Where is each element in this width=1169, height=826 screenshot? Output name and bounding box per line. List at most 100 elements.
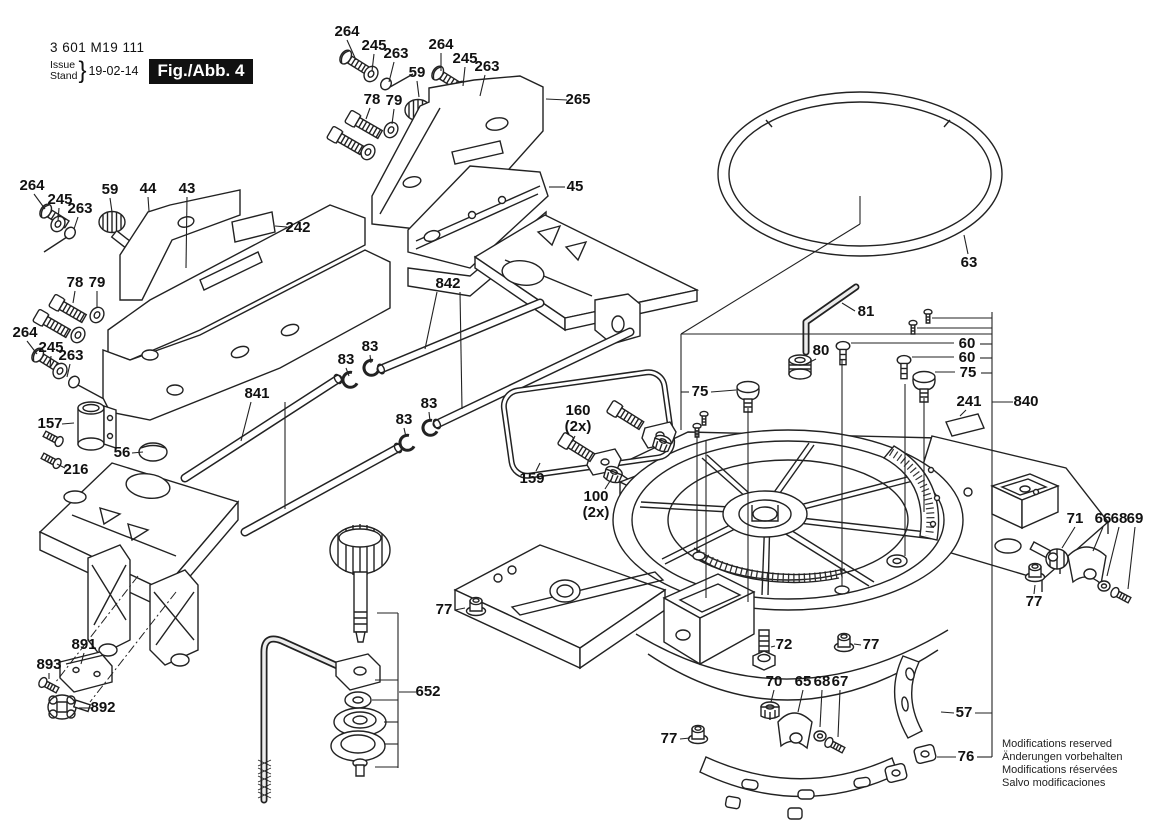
leader-line: [50, 356, 51, 367]
leader-line: [941, 712, 954, 713]
leader-line: [58, 208, 59, 221]
note-en: Modifications reserved: [1002, 738, 1113, 750]
support-rod-841-lower: [245, 442, 403, 532]
label-plate-241: [946, 414, 984, 436]
part-label-841: 841: [244, 385, 269, 402]
leader-line: [81, 653, 84, 664]
clamp-piece-66: [1068, 547, 1106, 584]
part-label-891: 891: [71, 636, 96, 653]
part-label-45: 45: [567, 178, 584, 195]
part-label-263: 263: [67, 200, 92, 217]
part-label-81: 81: [858, 303, 875, 320]
leader-line: [1093, 527, 1103, 551]
leader-line: [1034, 585, 1035, 594]
part-label-59: 59: [102, 181, 119, 198]
leader-line: [429, 412, 430, 421]
part-label-842: 842: [435, 275, 460, 292]
part-label-72: 72: [776, 636, 793, 653]
note-de: Änderungen vorbehalten: [1002, 751, 1123, 763]
clamp-arm: [258, 639, 380, 800]
bolt-72: [753, 630, 775, 670]
leader-line: [148, 197, 149, 211]
table-insert-ring-63: [718, 92, 1002, 256]
leader-line: [74, 217, 78, 229]
part-label-59: 59: [409, 64, 426, 81]
part-label-68: 68: [1111, 510, 1128, 527]
part-label-77: 77: [863, 636, 880, 653]
leader-line: [1128, 527, 1135, 589]
leader-line: [1107, 527, 1119, 576]
leader-line: [27, 341, 37, 354]
bracket-891: [60, 652, 112, 692]
note-fr: Modifications réservées: [1002, 764, 1118, 776]
thumb-knob-59-left: [98, 210, 131, 249]
screw-67: [822, 735, 847, 756]
fence-44: [120, 190, 240, 300]
leader-line: [480, 75, 485, 96]
part-label-263: 263: [383, 45, 408, 62]
part-label-79: 79: [386, 92, 403, 109]
part-label-(2x): (2x): [583, 504, 610, 521]
leader-line: [275, 226, 287, 227]
leader-line: [842, 303, 855, 311]
part-label-70: 70: [766, 673, 783, 690]
part-label-60: 60: [959, 335, 976, 352]
conn-line: [681, 224, 860, 334]
washer-68-right: [1098, 581, 1110, 591]
leader-line: [67, 364, 70, 377]
leader-line: [854, 644, 861, 645]
leader-line: [186, 197, 187, 268]
turntable: [613, 430, 963, 613]
connector-lines: [55, 196, 992, 768]
part-number: 3 601 M19 111: [50, 40, 145, 55]
leader-line: [463, 67, 465, 86]
part-label-78: 78: [364, 91, 381, 108]
part-label-216: 216: [63, 461, 88, 478]
leader-line: [605, 478, 612, 489]
fence-43: [103, 205, 390, 420]
part-label-245: 245: [452, 50, 477, 67]
fence-plate-265: [372, 76, 543, 233]
leader-line: [1062, 527, 1075, 548]
part-label-43: 43: [179, 180, 196, 197]
scale-segment-57: [895, 656, 922, 738]
leader-line: [460, 292, 462, 409]
leader-line: [404, 428, 406, 437]
part-label-78: 78: [67, 274, 84, 291]
pad-screw: [353, 759, 367, 776]
dashdot-line: [55, 576, 138, 683]
cap-56: [139, 443, 167, 461]
note-es: Salvo modificaciones: [1002, 777, 1106, 789]
part-label-263: 263: [58, 347, 83, 364]
part-label-263: 263: [474, 58, 499, 75]
leader-line: [536, 463, 540, 471]
hardware-left-cluster: [28, 201, 131, 399]
label-plate-242: [232, 212, 275, 242]
part-label-840: 840: [1013, 393, 1038, 410]
screws-216: [39, 428, 66, 471]
hex-key-81: [806, 287, 856, 352]
issue-label-de: Stand: [50, 70, 78, 82]
part-label-63: 63: [961, 254, 978, 271]
part-label-264: 264: [334, 23, 360, 40]
part-label-44: 44: [140, 180, 157, 197]
part-label-83: 83: [362, 338, 379, 355]
clamp-bolt-71: [1030, 542, 1068, 569]
part-label-80: 80: [813, 342, 830, 359]
leader-line: [34, 194, 45, 209]
leader-line: [62, 423, 74, 424]
part-label-245: 245: [361, 37, 386, 54]
fence-mount-block: [664, 574, 754, 664]
leader-line: [392, 109, 394, 124]
knob-892: [48, 695, 90, 719]
part-label-(2x): (2x): [565, 418, 592, 435]
fence-plate-45: [408, 166, 548, 296]
part-label-83: 83: [396, 411, 413, 428]
part-label-83: 83: [421, 395, 438, 412]
part-label-100: 100: [583, 488, 608, 505]
leader-line: [57, 464, 65, 468]
issue-label-en: Issue: [50, 59, 76, 71]
leader-line: [838, 690, 840, 737]
turntable-hub: [723, 491, 807, 537]
